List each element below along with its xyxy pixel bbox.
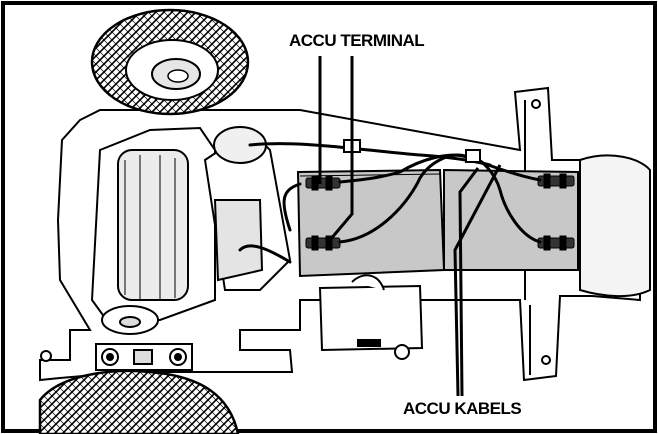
terminal-connectors [305, 173, 575, 251]
callout-leaders [318, 56, 502, 397]
front-wheel-top [90, 8, 250, 116]
mounting-bolts [40, 343, 193, 371]
cable-plug [343, 139, 481, 163]
drive-motor [90, 126, 292, 335]
accu-terminal-label: ACCU TERMINAL [287, 31, 427, 51]
accu-kabels-label: ACCU KABELS [401, 399, 524, 419]
front-wheel-bottom [38, 369, 240, 434]
controller-box [318, 274, 424, 360]
